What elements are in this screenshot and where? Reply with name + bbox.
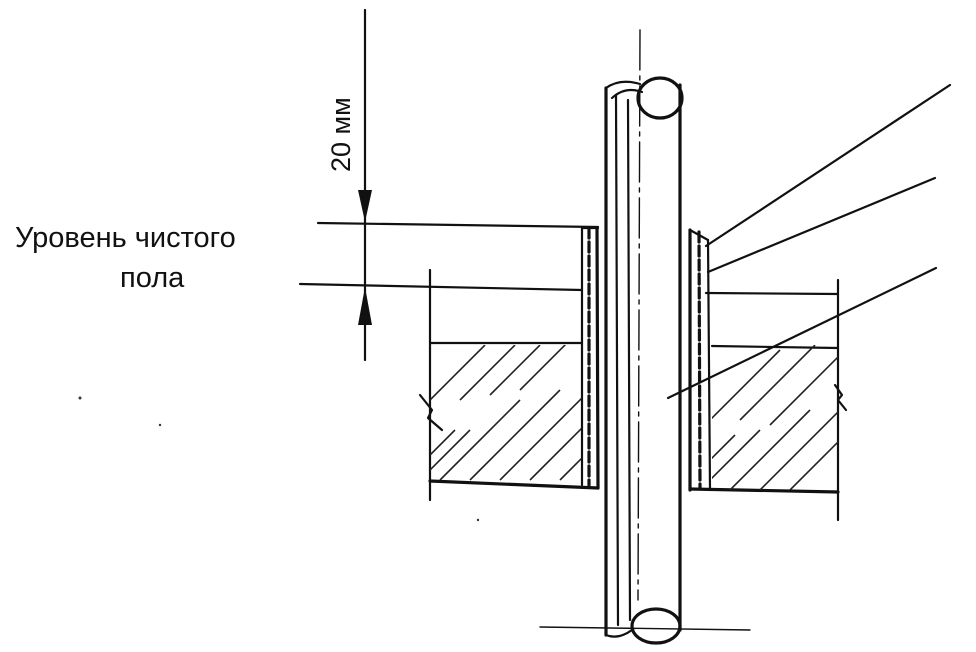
floor-level-label-line1: Уровень чистого: [15, 222, 236, 254]
dimension-label: 20 мм: [326, 97, 356, 172]
sleeve-left: [580, 226, 600, 490]
stray-dot: [158, 423, 162, 427]
screed-top-line-left: [298, 282, 584, 292]
dimension-arrow-down: [358, 190, 372, 222]
clean-floor-level-line: [316, 221, 600, 229]
screed-top-line-right: [704, 291, 840, 296]
floor-level-label-line2: пола: [120, 262, 185, 294]
sleeve-right: [688, 228, 712, 492]
stray-dot: [476, 518, 480, 522]
callout-leaders: [666, 83, 952, 400]
dimension-arrow-up: [358, 287, 372, 325]
dimension-line: [358, 8, 372, 362]
stray-dot: [78, 396, 82, 400]
pipe: [539, 29, 751, 645]
floor-slab: [418, 268, 848, 522]
